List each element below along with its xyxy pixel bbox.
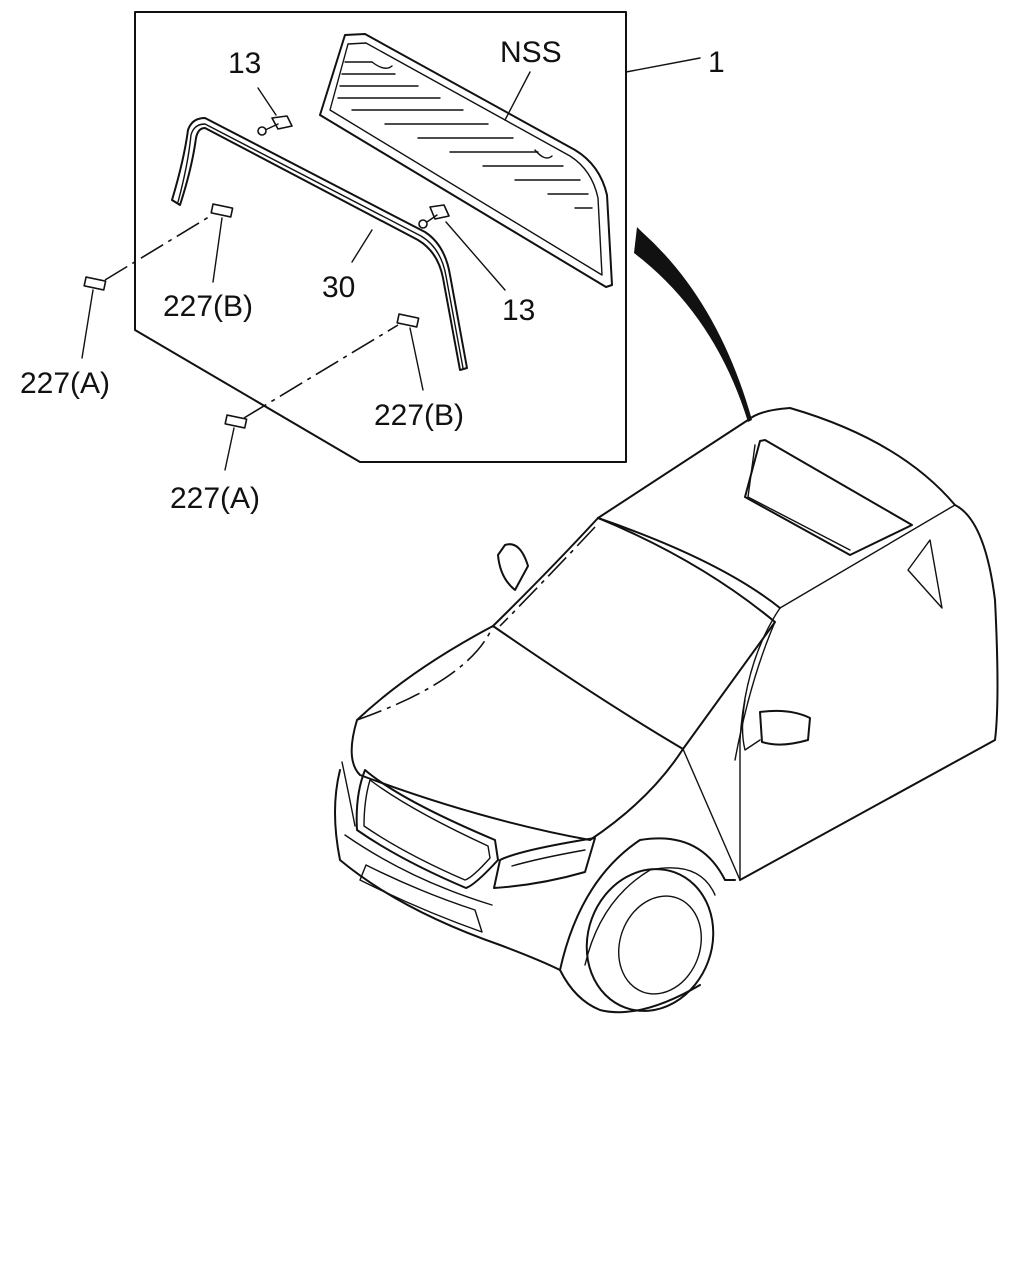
leader-clip-top [257, 87, 277, 116]
leader-assembly [625, 57, 701, 73]
callout-spacer-b-right: 227(B) [374, 399, 464, 432]
spacer-a-right [224, 414, 248, 429]
leader-weatherstrip [351, 229, 373, 263]
callout-spacer-b-left: 227(B) [163, 290, 253, 323]
clip-right [418, 204, 450, 229]
clip-top [257, 115, 293, 136]
callout-spacer-a-right: 227(A) [170, 482, 260, 515]
weatherstrip [171, 117, 468, 371]
callout-clip-right: 13 [502, 294, 535, 327]
leader-spacer-a-left [81, 289, 94, 359]
callout-spacer-a-left: 227(A) [20, 367, 110, 400]
centerline-left [104, 214, 213, 281]
exploded-view-frame [134, 11, 627, 463]
leader-nss [504, 71, 531, 121]
centerline-right [243, 324, 399, 419]
callout-nss: NSS [500, 36, 562, 69]
vehicle-illustration [334, 407, 999, 1014]
spacer-b-left [210, 203, 234, 218]
leader-clip-right [445, 221, 506, 291]
spacer-b-right [396, 313, 420, 328]
rear-window-glass [319, 33, 613, 288]
callout-assembly: 1 [708, 46, 725, 79]
leader-spacer-a-right [224, 427, 235, 471]
leader-spacer-b-left [212, 217, 223, 283]
spacer-a-left [83, 276, 107, 291]
leader-spacer-b-right [409, 327, 424, 391]
location-arrow [634, 227, 752, 422]
callout-weatherstrip: 30 [322, 271, 355, 304]
callout-clip-top: 13 [228, 47, 261, 80]
